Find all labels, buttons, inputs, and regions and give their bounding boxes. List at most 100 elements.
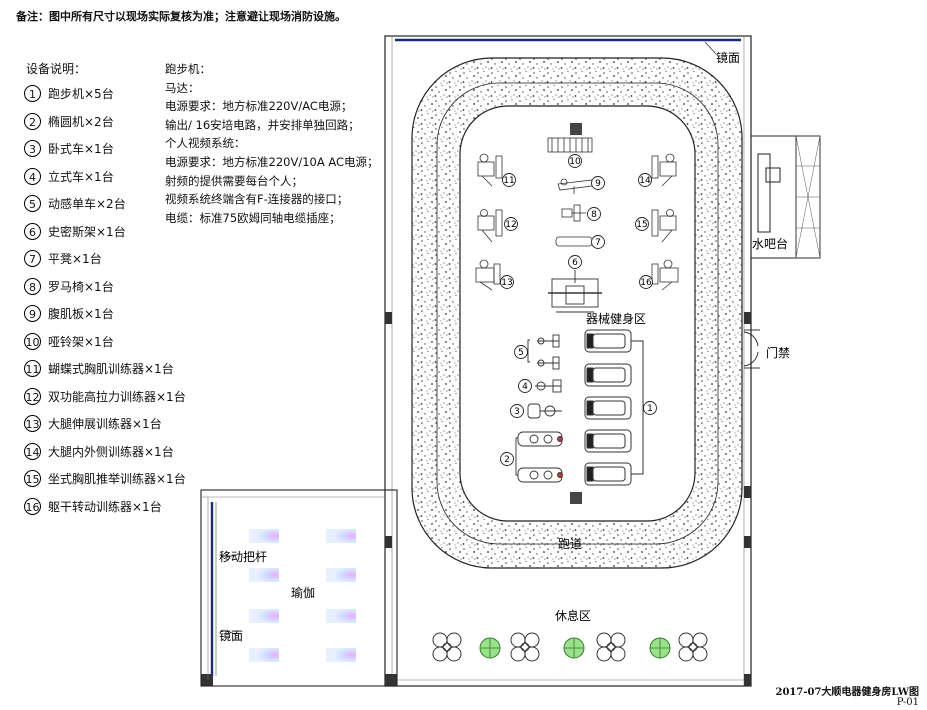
svg-text:5: 5 bbox=[518, 348, 524, 358]
water-bar-label: 水吧台 bbox=[752, 236, 788, 251]
potted-plants bbox=[479, 637, 671, 659]
title-block-title: 2017-07大顺电器健身房LW图 bbox=[775, 687, 919, 698]
svg-text:11: 11 bbox=[503, 176, 514, 186]
svg-text:2: 2 bbox=[504, 455, 510, 465]
marker-5: 5 bbox=[514, 345, 528, 359]
legend-number: 8 bbox=[24, 277, 41, 295]
legend-label: 卧式车×1台 bbox=[48, 142, 114, 157]
cardio-bikes bbox=[515, 334, 563, 483]
water-bar-area bbox=[751, 135, 821, 259]
legend-label: 躯干转动训练器×1台 bbox=[48, 499, 162, 514]
svg-text:7: 7 bbox=[595, 238, 601, 248]
marker-9: 9 bbox=[591, 176, 605, 190]
spec-line: 跑步机： bbox=[165, 62, 211, 76]
moving-bar-label: 移动把杆 bbox=[219, 550, 267, 564]
legend-label: 双功能高拉力训练器×1台 bbox=[48, 389, 186, 404]
legend-label: 平凳×1台 bbox=[48, 252, 102, 267]
legend-number: 15 bbox=[24, 470, 41, 488]
treadmill-spec: 跑步机： 马达： 电源要求：地方标准220V/AC电源； 输出/ 16安培电路，并安排… bbox=[165, 60, 379, 227]
legend-number: 9 bbox=[24, 305, 41, 323]
legend-label: 跑步机×5台 bbox=[48, 87, 114, 102]
door-entry bbox=[743, 329, 760, 369]
marker-1: 1 bbox=[643, 401, 657, 415]
legend-number: 4 bbox=[24, 167, 41, 185]
legend-number: 6 bbox=[24, 222, 41, 240]
spec-line: 输出/ 16安培电路，并安排单独回路； bbox=[165, 117, 360, 132]
marker-12: 12 bbox=[504, 217, 518, 231]
legend-number: 11 bbox=[24, 360, 41, 378]
legend-item: 7 平凳×1台 bbox=[24, 245, 186, 273]
main-room-walls bbox=[384, 35, 752, 687]
marker-8: 8 bbox=[587, 207, 601, 221]
drawing-note: 备注：图中所有尺寸以现场实际复核为准；注意避让现场消防设施。 bbox=[16, 10, 346, 23]
svg-text:14: 14 bbox=[639, 176, 651, 186]
mirror-left-label: 镜面 bbox=[219, 628, 243, 643]
spec-line: 视频系统终端含有F-连接器的接口； bbox=[165, 192, 349, 207]
svg-text:1: 1 bbox=[647, 404, 653, 414]
legend-item: 15 坐式胸肌推举训练器×1台 bbox=[24, 465, 186, 493]
legend-label: 腹肌板×1台 bbox=[48, 307, 114, 322]
marker-6: 6 bbox=[568, 255, 582, 269]
legend-label: 坐式胸肌推举训练器×1台 bbox=[48, 472, 186, 487]
yoga-mats bbox=[249, 529, 356, 662]
spec-line: 射频的提供需要每台个人； bbox=[165, 173, 303, 188]
legend-title: 设备说明： bbox=[26, 62, 87, 76]
legend-number: 10 bbox=[24, 332, 41, 350]
svg-text:15: 15 bbox=[636, 220, 647, 230]
legend-number: 12 bbox=[24, 387, 41, 405]
svg-text:8: 8 bbox=[591, 210, 597, 220]
marker-3: 3 bbox=[510, 404, 524, 418]
marker-11: 11 bbox=[502, 173, 516, 187]
treadmills bbox=[584, 329, 648, 486]
track-label: 跑道 bbox=[558, 537, 582, 551]
interior-columns bbox=[570, 123, 582, 504]
mirror-top-label: 镜面 bbox=[716, 50, 740, 65]
legend-number: 16 bbox=[24, 497, 41, 515]
dumbbell-rack bbox=[547, 137, 593, 153]
strength-machines bbox=[475, 153, 679, 291]
marker-15: 15 bbox=[635, 217, 649, 231]
yoga-label: 瑜伽 bbox=[291, 585, 315, 600]
yoga-room-walls bbox=[200, 489, 398, 687]
door-label: 门禁 bbox=[766, 345, 790, 360]
smith-machine bbox=[548, 270, 602, 313]
svg-text:12: 12 bbox=[505, 220, 516, 230]
roman-chair bbox=[561, 204, 586, 222]
spec-line: 马达： bbox=[165, 80, 200, 95]
svg-text:10: 10 bbox=[569, 157, 581, 167]
spec-line: 电源要求：地方标准220V/AC电源； bbox=[165, 99, 353, 114]
marker-10: 10 bbox=[568, 154, 582, 168]
svg-text:4: 4 bbox=[522, 382, 528, 392]
spec-line: 个人视频系统： bbox=[165, 136, 246, 151]
legend-item: 16 躯干转动训练器×1台 bbox=[24, 493, 186, 521]
rest-zone-label: 休息区 bbox=[555, 608, 591, 623]
rest-area-seating bbox=[432, 632, 708, 662]
legend-item: 11 蝴蝶式胸肌训练器×1台 bbox=[24, 355, 186, 383]
legend-label: 史密斯架×1台 bbox=[48, 224, 126, 239]
legend-number: 7 bbox=[24, 250, 41, 268]
title-block-sheet: P-01 bbox=[896, 697, 919, 708]
legend-item: 9 腹肌板×1台 bbox=[24, 300, 186, 328]
legend-number: 2 bbox=[24, 112, 41, 130]
legend-label: 动感单车×2台 bbox=[48, 197, 126, 212]
equipment-zone-label: 器械健身区 bbox=[586, 311, 646, 326]
marker-14: 14 bbox=[638, 173, 652, 187]
legend-label: 哑铃架×1台 bbox=[48, 334, 114, 349]
legend-number: 3 bbox=[24, 140, 41, 158]
marker-13: 13 bbox=[500, 275, 514, 289]
svg-text:16: 16 bbox=[640, 278, 652, 288]
legend-label: 蝴蝶式胸肌训练器×1台 bbox=[48, 362, 174, 377]
legend-item: 10 哑铃架×1台 bbox=[24, 328, 186, 356]
spec-line: 电源要求：地方标准220V/10A AC电源； bbox=[165, 154, 379, 169]
svg-text:13: 13 bbox=[501, 278, 512, 288]
marker-16: 16 bbox=[639, 275, 653, 289]
legend-item: 6 史密斯架×1台 bbox=[24, 218, 186, 246]
